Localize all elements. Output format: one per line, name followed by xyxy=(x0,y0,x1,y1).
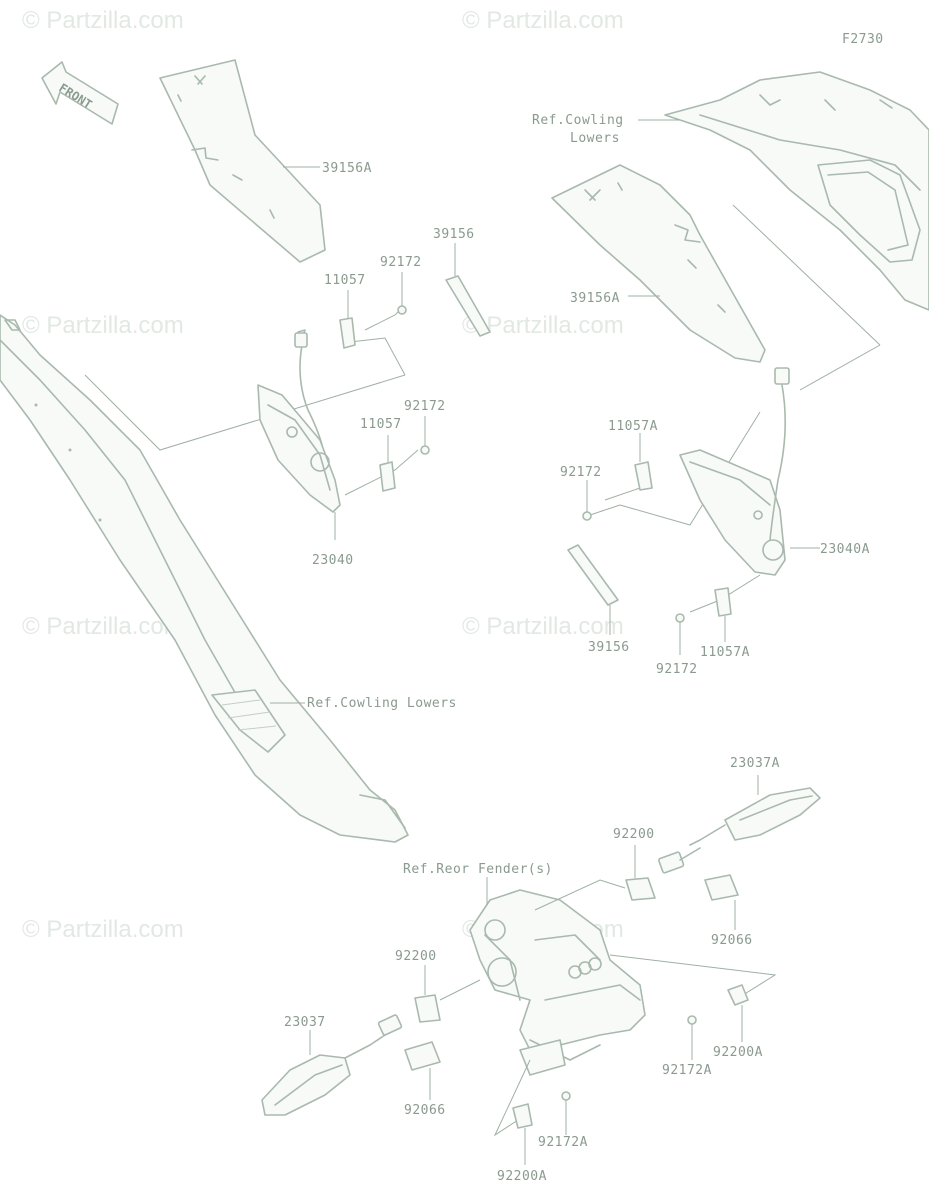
label-39156: 39156 xyxy=(433,227,475,242)
label-92172: 92172 xyxy=(380,255,422,270)
part-92066-connector-left xyxy=(404,1041,441,1100)
front-arrow-icon: FRONT xyxy=(41,61,119,125)
watermark: © Partzilla.com xyxy=(462,613,624,640)
label-39156A: 39156A xyxy=(322,161,372,176)
part-92172-screw-upper-left xyxy=(397,272,407,315)
label-92200A: 92200A xyxy=(497,1169,547,1184)
part-11057-clip-lower xyxy=(379,435,396,492)
watermark: © Partzilla.com xyxy=(22,312,184,339)
cowling-lower-left xyxy=(0,314,409,843)
part-92066-connector-right xyxy=(704,874,739,930)
label-92172: 92172 xyxy=(560,465,602,480)
label-92172: 92172 xyxy=(656,662,698,677)
part-39156A-pad-left xyxy=(159,59,326,263)
part-92172A-screw-right xyxy=(687,1015,697,1060)
leader-lines-right xyxy=(589,344,881,613)
label-92200: 92200 xyxy=(395,949,437,964)
label-92200A: 92200A xyxy=(713,1045,763,1060)
label-11057A: 11057A xyxy=(700,645,750,660)
part-23037A-turn-signal-rear-right xyxy=(658,775,821,874)
watermark: © Partzilla.com xyxy=(22,7,184,34)
part-39156-spacer-right xyxy=(567,544,619,635)
part-92200A-clip-bottom xyxy=(512,1103,533,1165)
label-39156: 39156 xyxy=(588,640,630,655)
part-23040A-turn-signal-right xyxy=(679,367,820,576)
watermark: © Partzilla.com xyxy=(462,312,624,339)
part-39156A-pad-right xyxy=(551,164,766,363)
part-92172A-screw-bottom xyxy=(561,1091,571,1135)
rear-fender-bracket xyxy=(439,877,777,1137)
part-92172-screw-lower-left xyxy=(420,416,430,455)
watermark: © Partzilla.com xyxy=(22,613,184,640)
figure-code: F2730 xyxy=(842,32,884,47)
label-23037: 23037 xyxy=(284,1015,326,1030)
part-labels: 39156A 39156 92172 11057 92172 11057 230… xyxy=(284,113,870,1184)
part-92172-screw-right-lower xyxy=(675,613,685,655)
part-39156-spacer-top xyxy=(445,243,491,337)
label-92172A: 92172A xyxy=(538,1135,588,1150)
part-11057-clip-upper xyxy=(339,290,356,349)
label-23037A: 23037A xyxy=(730,756,780,771)
label-11057: 11057 xyxy=(360,417,402,432)
label-39156A: 39156A xyxy=(570,291,620,306)
label-92066: 92066 xyxy=(711,933,753,948)
part-23037-turn-signal-rear-left xyxy=(261,1014,403,1116)
label-ref-rear-fender: Ref.Reor Fender(s) xyxy=(403,862,553,877)
watermark: © Partzilla.com xyxy=(462,7,624,34)
watermark: © Partzilla.com xyxy=(22,916,184,943)
label-92066: 92066 xyxy=(404,1103,446,1118)
label-ref-cowling-lowers: Lowers xyxy=(570,131,620,146)
part-92200-grommet-left xyxy=(414,965,441,1023)
label-92200: 92200 xyxy=(613,827,655,842)
part-92200A-clip-right xyxy=(727,984,749,1042)
cowling-lower-right-top xyxy=(638,71,929,346)
label-11057A: 11057A xyxy=(608,419,658,434)
label-92172A: 92172A xyxy=(662,1063,712,1078)
label-11057: 11057 xyxy=(324,273,366,288)
part-92172-screw-right-upper xyxy=(582,480,592,521)
part-11057A-clip-upper xyxy=(634,433,653,491)
part-23040-turn-signal-left xyxy=(257,329,341,540)
part-92200-grommet-top xyxy=(625,845,656,901)
label-ref-cowling-lowers: Ref.Cowling xyxy=(532,113,624,128)
label-23040: 23040 xyxy=(312,553,354,568)
label-ref-cowling-lowers: Ref.Cowling Lowers xyxy=(307,696,457,711)
label-23040A: 23040A xyxy=(820,542,870,557)
label-92172: 92172 xyxy=(404,399,446,414)
part-11057A-clip-lower xyxy=(714,587,732,642)
